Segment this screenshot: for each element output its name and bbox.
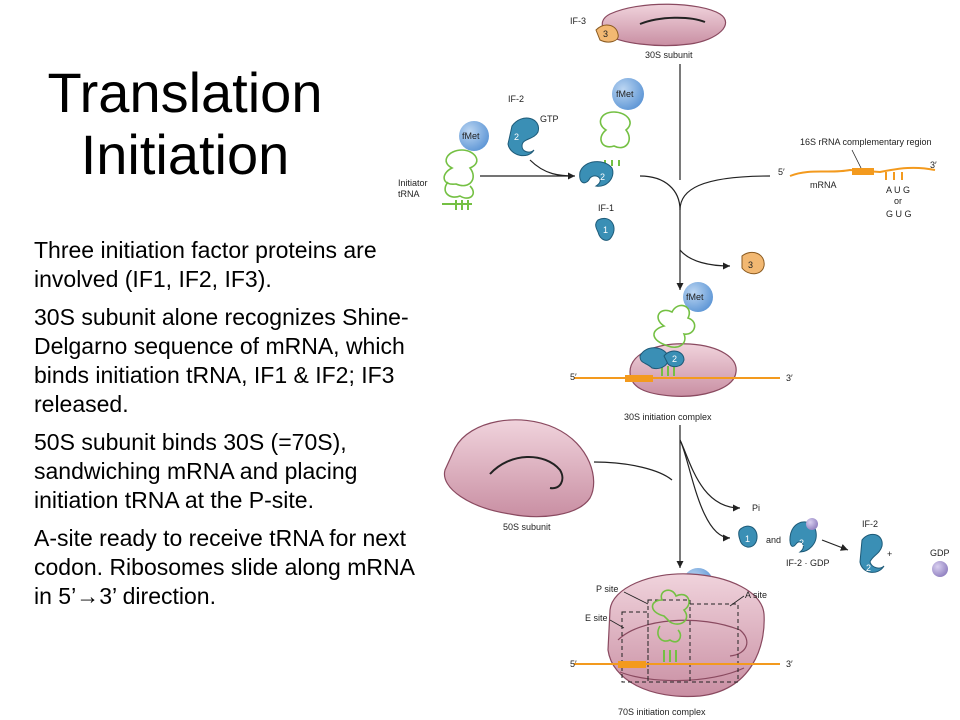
if3-protein-top [595, 24, 619, 43]
svg-text:5′: 5′ [570, 659, 577, 669]
ribosome-30s-top [601, 3, 727, 47]
if2-protein-bottom [859, 533, 885, 573]
if2-label-bottom: IF-2 [862, 519, 878, 529]
s30-initiation-complex: 2 [574, 304, 780, 397]
if2-label-top: IF-2 [508, 94, 524, 104]
svg-text:3′: 3′ [930, 160, 937, 170]
a-site-box [689, 603, 739, 683]
svg-text:3′: 3′ [786, 659, 793, 669]
junction-left [639, 175, 681, 211]
svg-text:3: 3 [748, 260, 753, 270]
svg-text:5′: 5′ [778, 167, 785, 177]
branch-line [679, 439, 741, 512]
gdp-label: GDP [930, 548, 950, 558]
ribosome-50s-subunit [443, 419, 595, 518]
initiator-trna-icon [442, 149, 478, 210]
initiator-label-2: tRNA [398, 189, 420, 199]
svg-text:2: 2 [799, 538, 804, 548]
pi-label: Pi [752, 503, 760, 513]
slide-title: Translation Initiation [10, 62, 360, 185]
if1-protein-released [738, 525, 758, 548]
bullet-1: Three initiation factor proteins are inv… [34, 237, 377, 292]
if3-protein-released [741, 251, 765, 275]
svg-text:3′: 3′ [786, 373, 793, 383]
arrow-if2-gdp [821, 539, 849, 551]
e-site-label: E site [585, 613, 608, 623]
title-line-1: Translation [47, 61, 323, 124]
svg-text:1: 1 [745, 534, 750, 544]
title-line-2: Initiation [80, 122, 290, 186]
p-site-box [647, 599, 691, 683]
if2-gdp-label: IF-2 · GDP [786, 558, 830, 568]
if1-label: IF-1 [598, 203, 614, 213]
svg-text:5′: 5′ [570, 372, 577, 382]
bullet-2: 30S subunit alone recognizes Shine-Delga… [34, 304, 409, 417]
gtp-label: GTP [540, 114, 559, 124]
shine-dalgarno-box [852, 168, 874, 175]
arrow-if3-release [679, 249, 731, 270]
if1-protein-top [595, 218, 615, 241]
mrna-label: mRNA [810, 180, 837, 190]
aug-label: A U G [886, 185, 910, 195]
fmet-icon-1 [459, 121, 489, 151]
svg-text:2: 2 [514, 132, 519, 142]
and-label: and [766, 535, 781, 545]
svg-text:2: 2 [866, 563, 871, 573]
p-site-label: P site [596, 584, 618, 594]
a-site-label: A site [745, 590, 767, 600]
gug-label: G U G [886, 209, 912, 219]
s70-initiation-complex [574, 573, 780, 698]
svg-text:or: or [894, 196, 902, 206]
branch-line-2 [679, 439, 731, 542]
svg-text:1: 1 [603, 225, 608, 235]
gdp-icon [932, 561, 948, 577]
plus-label: + [887, 549, 892, 559]
arrow-if2 [529, 159, 576, 180]
svg-text:2: 2 [600, 172, 605, 182]
svg-text:fMet: fMet [462, 131, 480, 141]
svg-text:fMet: fMet [616, 89, 634, 99]
e-site-box [621, 611, 649, 683]
bullet-3: 50S subunit binds 30S (=70S), sandwichin… [34, 429, 358, 513]
initiator-label-1: Initiator [398, 178, 428, 188]
s50-subunit-label: 50S subunit [503, 522, 551, 532]
fmet-icon-2 [612, 78, 644, 110]
junction-right [679, 175, 771, 211]
bullet-list: Three initiation factor proteins are inv… [34, 236, 419, 620]
svg-text:2: 2 [672, 354, 677, 364]
s70-complex-label: 70S initiation complex [618, 707, 706, 717]
svg-text:fMet: fMet [686, 292, 704, 302]
bullet-4: A-site ready to receive tRNA for next co… [34, 525, 414, 609]
arrow-50s [593, 461, 673, 481]
s30-subunit-label: 30S subunit [645, 50, 693, 60]
trna-if2-complex: 2 [579, 111, 631, 187]
if2-protein-top [507, 117, 539, 157]
if3-label: IF-3 [570, 16, 586, 26]
s30-complex-label: 30S initiation complex [624, 412, 712, 422]
fmet-icon-3 [683, 282, 713, 312]
rrna-region-label: 16S rRNA complementary region [800, 137, 932, 147]
if3-num-top: 3 [603, 29, 608, 39]
